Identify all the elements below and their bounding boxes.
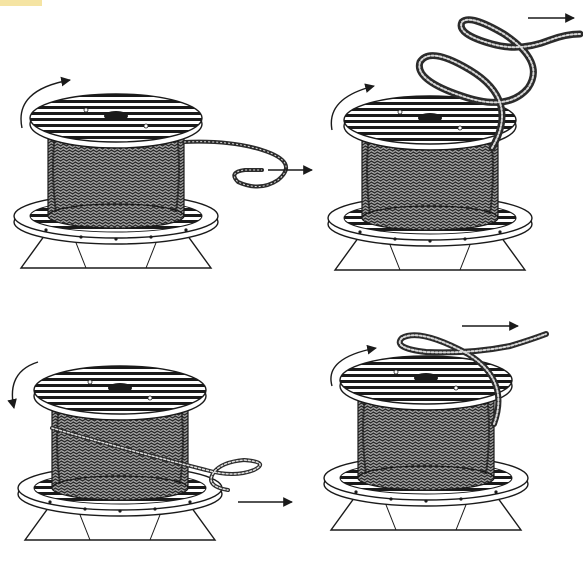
rotation-arrow-icon — [12, 362, 38, 408]
panel-bottom-left — [12, 362, 292, 540]
panel-top-right — [328, 18, 580, 270]
panel-top-left — [14, 80, 312, 268]
panel-bottom-right — [324, 326, 546, 530]
rope-strand — [184, 142, 286, 187]
